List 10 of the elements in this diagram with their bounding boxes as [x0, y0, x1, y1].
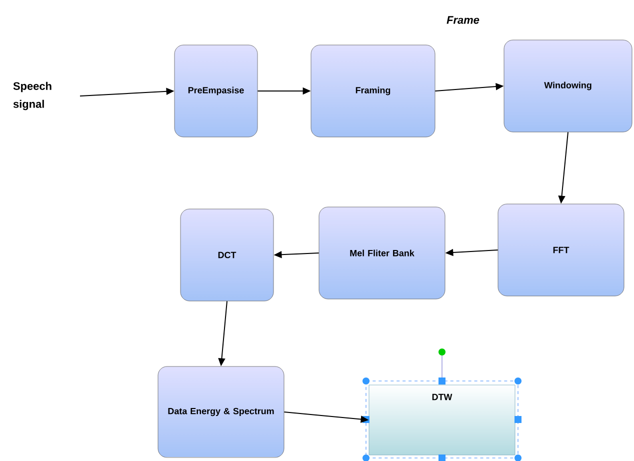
process-box: PreEmpasise	[174, 44, 258, 138]
process-box: DTW	[368, 384, 516, 456]
process-box: FFT	[498, 204, 624, 296]
input-label: Speech signal	[13, 82, 52, 110]
process-box: Windowing	[504, 40, 632, 132]
process-box: Data Energy & Spectrum	[158, 366, 284, 458]
process-box: Framing	[310, 44, 436, 138]
process-box: Mel Fliter Bank	[318, 206, 446, 300]
process-box: DCT	[180, 208, 274, 302]
heading-label: Frame	[446, 16, 480, 24]
